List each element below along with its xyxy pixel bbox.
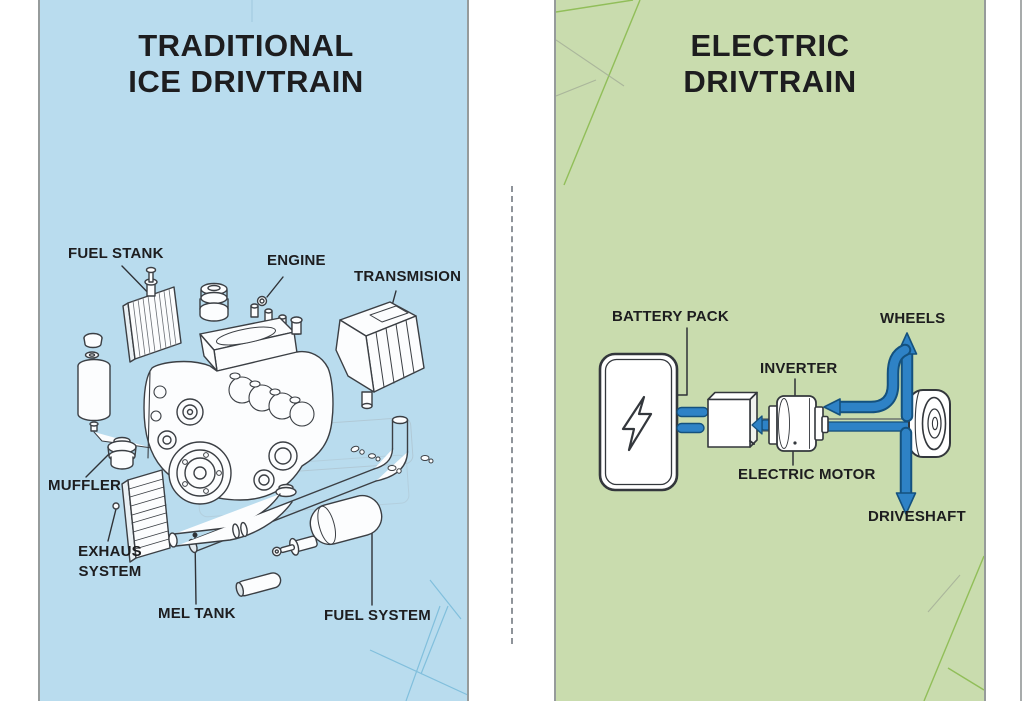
label-mel-tank: MEL TANK	[158, 605, 236, 622]
exhaust-pipes	[168, 417, 433, 554]
electric-motor-cylinder	[769, 396, 828, 451]
label-inverter: INVERTER	[760, 360, 838, 377]
label-electric-motor: ELECTRIC MOTOR	[738, 466, 876, 483]
battery-flow-arrows	[677, 408, 708, 433]
cap-and-washer	[84, 334, 102, 359]
label-fuel-tank: FUEL STANK	[68, 245, 164, 262]
engine-block	[144, 304, 333, 504]
battery-pack-icon	[600, 354, 677, 490]
label-driveshaft: DRIVESHAFT	[868, 508, 966, 525]
label-battery-pack: BATTERY PACK	[612, 308, 729, 325]
ice-panel: TRADITIONAL ICE DRIVTRAIN	[38, 0, 469, 701]
muffler-rings	[108, 438, 136, 470]
label-muffler: MUFFLER	[48, 477, 122, 494]
label-wheels: WHEELS	[880, 310, 946, 327]
engine-bolt	[258, 297, 267, 306]
lightning-bolt-icon	[623, 397, 651, 450]
driveshaft-down-arrow	[897, 433, 916, 514]
dashed-divider	[511, 186, 513, 644]
decorative-lines-left	[40, 0, 467, 701]
transmission-box	[336, 302, 424, 409]
leader-lines-right	[678, 328, 795, 465]
inverter-box	[708, 393, 757, 448]
engine-illustration	[40, 0, 467, 701]
ice-title: TRADITIONAL ICE DRIVTRAIN	[128, 28, 364, 99]
radiator	[123, 268, 181, 363]
label-transmission: TRANSMISION	[354, 268, 462, 285]
decorative-lines-right	[556, 0, 984, 701]
label-fuel-system: FUEL SYSTEM	[324, 607, 431, 624]
ev-diagram	[556, 0, 984, 701]
ev-panel: ELECTRIC DRIVTRAIN	[554, 0, 986, 701]
air-filter	[200, 284, 228, 322]
ev-title: ELECTRIC DRIVTRAIN	[683, 28, 857, 99]
muffler-cylinder	[264, 491, 386, 560]
label-exhaust-system: EXHAUS SYSTEM	[78, 543, 142, 580]
oil-filter	[78, 360, 152, 449]
tail-pipe	[235, 571, 283, 597]
regen-curve-arrow	[824, 350, 905, 415]
label-engine: ENGINE	[267, 252, 326, 269]
right-edge-line	[1020, 0, 1022, 701]
wheel-drum	[909, 390, 950, 457]
exhaust-heat-exchanger	[113, 470, 170, 562]
